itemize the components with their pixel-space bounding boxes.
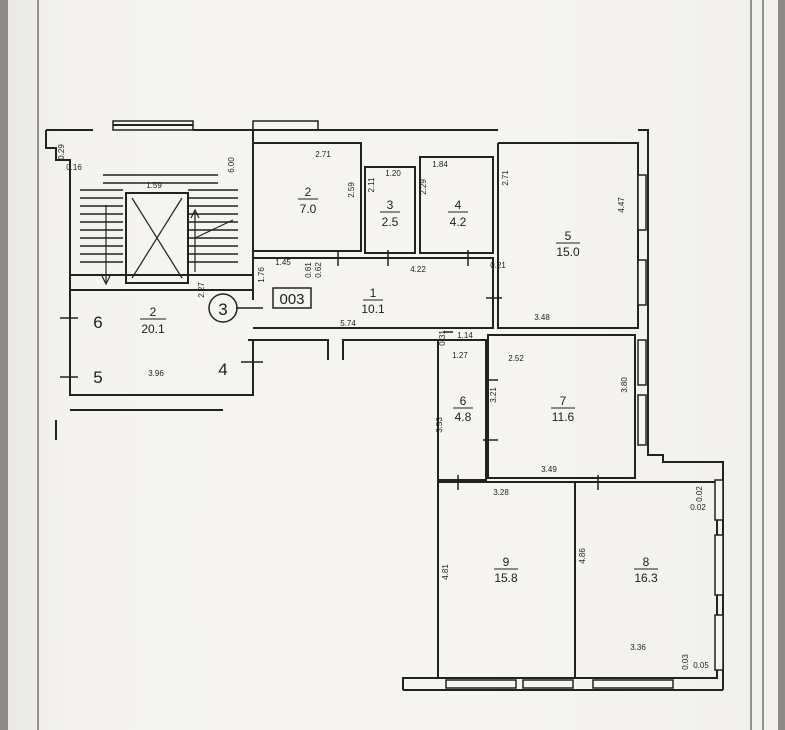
dim-label: 3.48 [534, 313, 550, 322]
plan-sheet: 3 4 5 6 003 1 10.1 2 20.1 2 7.0 3 2.5 4 … [8, 0, 778, 730]
dimension-labels: 0.29 0.16 6.00 1.59 2.27 3.96 2.71 2.59 … [57, 144, 709, 670]
dim-label: 2.52 [508, 354, 524, 363]
room-5-number: 5 [565, 229, 572, 243]
dim-label: 1.59 [146, 181, 162, 190]
room-2-stair-area: 20.1 [141, 322, 165, 336]
dim-label: 0.21 [490, 261, 506, 270]
dim-label: 0.03 [681, 654, 690, 670]
room-5-area: 15.0 [556, 245, 580, 259]
dim-label: 3.49 [541, 465, 557, 474]
dim-label: 0.29 [57, 144, 66, 160]
walls [45, 120, 724, 691]
dim-label: 1.84 [432, 160, 448, 169]
room-1-area: 10.1 [361, 302, 385, 316]
dim-label: 2.71 [315, 150, 331, 159]
room-3-area: 2.5 [382, 215, 399, 229]
dim-label: 1.20 [385, 169, 401, 178]
dim-label: 4.81 [441, 564, 450, 580]
room-labels: 1 10.1 2 20.1 2 7.0 3 2.5 4 4.2 5 15.0 6… [140, 185, 658, 585]
axis-3-circle [208, 293, 238, 323]
dim-label: 4.22 [410, 265, 426, 274]
dim-label: 5.74 [340, 319, 356, 328]
dim-label: 1.14 [457, 331, 473, 340]
room-7-area: 11.6 [552, 410, 575, 424]
room-2-area: 7.0 [300, 202, 317, 216]
dim-label: 1.76 [257, 267, 266, 283]
dim-label: 2.59 [347, 182, 356, 198]
room-8-number: 8 [643, 555, 650, 569]
dim-label: 3.96 [148, 369, 164, 378]
dim-label: 0.61 [304, 262, 313, 278]
windows [445, 174, 724, 689]
dim-label: 1.27 [452, 351, 468, 360]
room-1-number: 1 [370, 286, 377, 300]
room-6-number: 6 [460, 394, 467, 408]
room-9-number: 9 [503, 555, 510, 569]
dim-label: 0.31 [438, 330, 447, 346]
room-3-number: 3 [387, 198, 394, 212]
room-6-area: 4.8 [455, 410, 472, 424]
room-4-area: 4.2 [450, 215, 467, 229]
sheet-frame [37, 0, 764, 730]
axis-4-label: 4 [218, 360, 227, 379]
stair-label-box [272, 287, 312, 309]
dim-label: 0.16 [66, 163, 82, 172]
dim-label: 6.00 [227, 157, 236, 173]
dim-label: 0.02 [690, 503, 706, 512]
dim-label: 3.80 [620, 377, 629, 393]
room-4-number: 4 [455, 198, 462, 212]
room-2-number: 2 [305, 185, 312, 199]
dim-label: 1.45 [275, 258, 291, 267]
dim-label: 3.28 [493, 488, 509, 497]
axis-3-label: 3 [218, 300, 227, 319]
dim-label: 4.47 [617, 197, 626, 213]
dim-label: 0.05 [693, 661, 709, 670]
dim-label: 2.27 [197, 282, 206, 298]
room-2-stair-number: 2 [150, 305, 157, 319]
dim-label: 3.36 [630, 643, 646, 652]
door-ticks [60, 250, 599, 490]
dim-label: 2.29 [419, 179, 428, 195]
dim-label: 4.86 [578, 548, 587, 564]
dim-label: 3.21 [489, 387, 498, 403]
axis-6-label: 6 [93, 313, 102, 332]
room-7-number: 7 [560, 394, 567, 408]
stair-label: 003 [279, 291, 304, 308]
floor-plan: 3 4 5 6 003 1 10.1 2 20.1 2 7.0 3 2.5 4 … [37, 0, 764, 730]
dim-label: 2.71 [501, 170, 510, 186]
dim-label: 2.11 [367, 177, 376, 193]
axis-5-label: 5 [93, 368, 102, 387]
room-8-area: 16.3 [634, 571, 658, 585]
dim-label: 0.02 [695, 486, 704, 502]
dim-label: 3.53 [435, 417, 444, 433]
room-9-area: 15.8 [494, 571, 518, 585]
dim-label: 0.62 [314, 262, 323, 278]
